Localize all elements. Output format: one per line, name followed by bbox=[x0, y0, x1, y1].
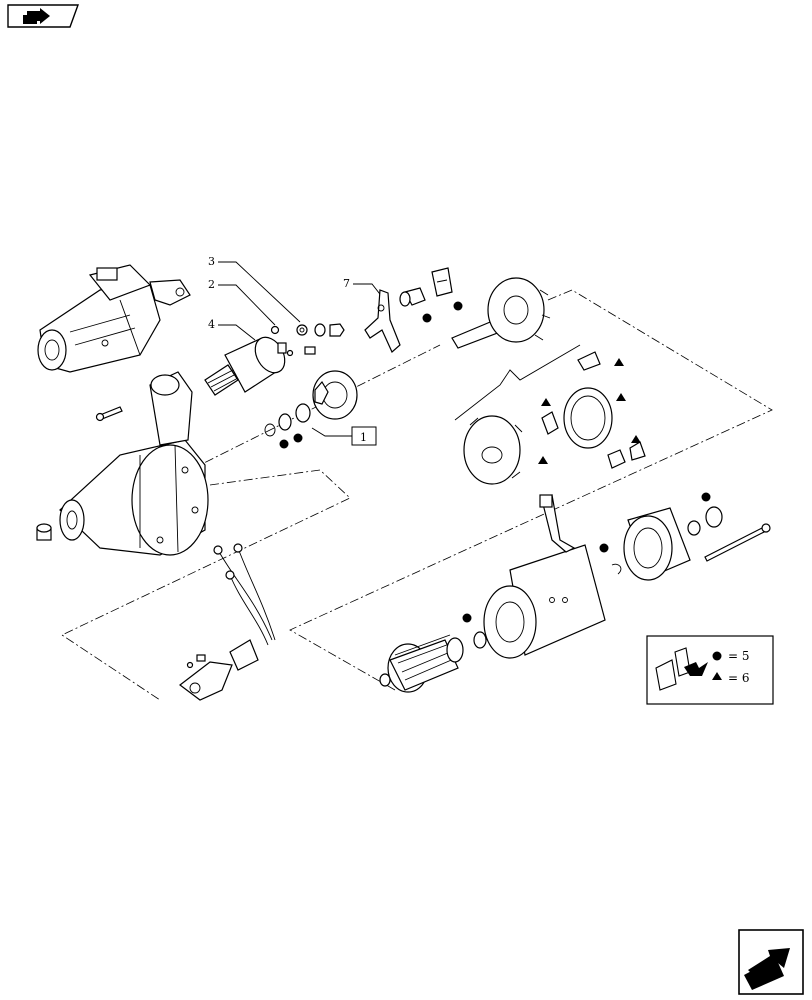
callout-2: 2 bbox=[208, 278, 276, 326]
legend-triangle-value: = 6 bbox=[728, 671, 750, 685]
triangle-marker bbox=[614, 358, 624, 366]
forward-arrow-icon bbox=[23, 8, 50, 24]
callout-2-label: 2 bbox=[208, 278, 215, 291]
brush-holder bbox=[463, 415, 523, 485]
bushing bbox=[36, 523, 52, 541]
triangle-marker bbox=[538, 456, 548, 464]
end-bushing bbox=[687, 506, 723, 536]
callout-3-label: 3 bbox=[208, 255, 215, 268]
part-markers bbox=[279, 301, 711, 623]
dot-marker bbox=[279, 439, 289, 449]
dot-marker bbox=[453, 301, 463, 311]
dot-marker bbox=[701, 492, 711, 502]
legend-dot-value: = 5 bbox=[728, 649, 750, 663]
dot-marker bbox=[462, 613, 472, 623]
plunger-pin bbox=[399, 287, 426, 307]
brush-clips bbox=[541, 351, 646, 469]
legend-dot-symbol bbox=[712, 651, 722, 661]
dot-marker bbox=[599, 543, 609, 553]
triangle-marker bbox=[616, 393, 626, 401]
commutator-end-cover bbox=[623, 507, 691, 581]
field-frame bbox=[483, 494, 622, 659]
starter-assembly-view bbox=[37, 264, 191, 373]
callout-7: 7 bbox=[343, 277, 384, 299]
callout-4: 4 bbox=[208, 318, 256, 341]
back-arrow-icon bbox=[744, 948, 790, 990]
dot-marker bbox=[422, 313, 432, 323]
shift-lever bbox=[364, 289, 401, 353]
dot-marker bbox=[293, 433, 303, 443]
assembly-boundary-lines bbox=[61, 289, 773, 701]
screw bbox=[95, 406, 123, 422]
callout-3: 3 bbox=[208, 255, 301, 323]
legend-triangle-symbol bbox=[712, 672, 722, 680]
nut-washer-set bbox=[270, 323, 345, 357]
armature-shaft-cover bbox=[451, 277, 551, 349]
forward-nav-button[interactable] bbox=[7, 4, 79, 28]
legend-box: = 5 = 6 bbox=[646, 635, 774, 705]
bracket-block bbox=[431, 267, 453, 297]
solenoid-switch bbox=[204, 336, 287, 396]
back-nav-button[interactable] bbox=[738, 929, 804, 995]
drive-end-housing bbox=[59, 371, 209, 556]
callout-1-label: 1 bbox=[360, 431, 367, 444]
callout-4-label: 4 bbox=[208, 318, 215, 331]
pinion-drive bbox=[264, 370, 358, 437]
through-bolt bbox=[704, 523, 771, 562]
triangle-marker bbox=[541, 398, 551, 406]
ring-gear bbox=[563, 387, 613, 449]
callout-7-label: 7 bbox=[343, 277, 350, 290]
legend-kit-icon bbox=[655, 647, 708, 691]
armature bbox=[379, 631, 487, 693]
callout-1: 1 bbox=[311, 426, 377, 446]
triangle-marker bbox=[631, 435, 641, 443]
wiring-harness bbox=[179, 543, 276, 701]
